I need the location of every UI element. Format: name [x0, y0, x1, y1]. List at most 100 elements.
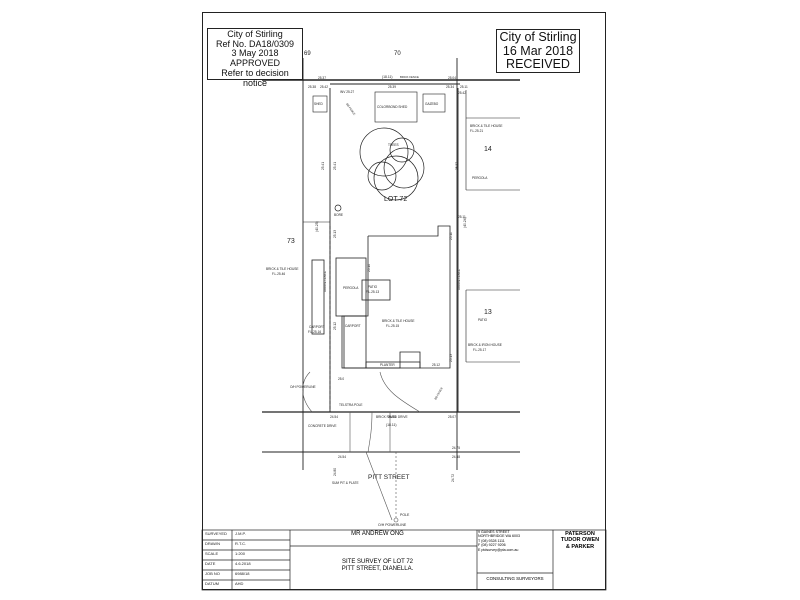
- neighbour-13-house: BRICK & IRON HOUSE: [468, 343, 502, 347]
- lot-14: 14: [484, 146, 492, 153]
- carport-label: CARPORT: [345, 324, 361, 328]
- right-fence: HARDIE FENCE: [457, 269, 461, 290]
- tb-date: DATE: [205, 561, 216, 566]
- left-fence: HARDIE FENCE: [323, 271, 327, 292]
- title-block: SURVEYED J.M.P. DRAWN R.T.C. SCALE 1:200…: [202, 530, 606, 590]
- received-council: City of Stirling: [499, 30, 577, 44]
- rl-f3: 25.07: [448, 415, 456, 419]
- rl-r7: INV 25.27: [340, 90, 354, 94]
- tb-job: JOB NO: [205, 571, 220, 576]
- firm-address-2: NORTHBRIDGE WA 6003: [478, 534, 520, 539]
- drawing-title-line1: SITE SURVEY OF LOT 72: [341, 559, 414, 565]
- patio-label: PATIO: [368, 285, 378, 289]
- lot-72: LOT 72: [384, 196, 407, 203]
- right-depth: (40.24): [463, 217, 467, 228]
- carport-73-fl: F.L.25.16: [308, 330, 321, 334]
- firm-name-2: TUDOR OWEN: [560, 537, 600, 544]
- rl-r6: 25.42: [320, 85, 328, 89]
- approval-note: Refer to decision notice: [221, 67, 289, 88]
- firm-phone: T (08) 9328 1111: [478, 538, 505, 543]
- consulting-surveyors: CONSULTING SURVEYORS: [486, 576, 544, 581]
- rl-f1: 24.88: [388, 415, 396, 419]
- rear-width: (18.11): [382, 75, 393, 79]
- rl-s2: 24.72: [451, 474, 455, 482]
- rear-fence: BRICK FENCE: [400, 75, 419, 79]
- lot-73: 73: [287, 238, 295, 245]
- rl-r3: 25.04: [448, 76, 456, 80]
- rl-rm4: 25.13: [449, 354, 453, 362]
- firm-address-1: 9 GAINES STREET: [478, 530, 510, 534]
- rl-r2: 25.39: [388, 85, 396, 89]
- rl-f2: 24.54: [330, 415, 338, 419]
- tb-job-val: 6988/18: [235, 571, 250, 576]
- tb-surveyed: SURVEYED: [205, 531, 227, 536]
- pole-label: POLE: [400, 513, 410, 517]
- house-outline: [343, 225, 451, 369]
- rl-s1: 24.80: [333, 468, 337, 476]
- neighbour-73-house-label: BRICK & TILE HOUSE: [266, 267, 299, 271]
- rl-m1: 25.12: [432, 363, 440, 367]
- planter-outline: [365, 361, 421, 369]
- planter-label: PLANTER: [380, 363, 395, 367]
- client-name: MR ANDREW ONG: [351, 531, 404, 537]
- lot-69: 69: [304, 51, 311, 57]
- tb-surveyed-val: J.M.P.: [235, 531, 246, 536]
- front-fence: BB FENCE: [433, 386, 444, 400]
- carport-73-label: CARPORT: [309, 325, 325, 329]
- firm-name-3: & PARKER: [565, 543, 595, 550]
- colorbond-shed-label: COLORBOND SHED: [377, 105, 408, 109]
- neighbour-13-patio: PATIO: [478, 318, 488, 322]
- tb-datum-val: AHD: [235, 581, 244, 586]
- sum-pit-label: SUM PIT & PLATE: [332, 481, 359, 485]
- received-status: RECEIVED: [506, 57, 570, 71]
- rl-r1: 25.37: [318, 76, 326, 80]
- rl-l4: 25.12: [333, 322, 337, 330]
- rl-rm2: 25.11: [458, 215, 466, 219]
- gazebo-label: GAZEBO: [425, 102, 439, 106]
- approval-council: City of Stirling: [227, 29, 283, 39]
- tb-datum: DATUM: [205, 581, 219, 586]
- rl-r5: 25.38: [308, 85, 316, 89]
- neighbour-13-fl: F.L.25.17: [473, 348, 486, 352]
- patio-outline: [361, 279, 391, 301]
- firm-email: E ptdsurvey@pta.com.au: [478, 547, 519, 552]
- front-width: (18.11): [386, 423, 397, 427]
- mid-fence: BB FENCE: [345, 102, 356, 116]
- left-depth: (40.25): [315, 221, 319, 232]
- approval-stamp: City of Stirling Ref No. DA18/0309 3 May…: [207, 28, 303, 88]
- rl-l2: 25.41: [333, 162, 337, 170]
- rl-m3: 25.0: [338, 377, 344, 381]
- firm-fax: F (08) 9227 9206: [478, 543, 506, 548]
- rl-f5: 24.75: [452, 446, 460, 450]
- bore-label: BORE: [334, 213, 343, 217]
- approval-status: APPROVED: [229, 58, 280, 69]
- rl-r4: 25.11: [460, 85, 468, 89]
- trees-label: TREES: [388, 143, 399, 147]
- rl-r8: 25.34: [446, 85, 454, 89]
- neighbour-14-fl: F.L.25.21: [470, 129, 483, 133]
- rl-rm1: 25.37: [455, 162, 459, 170]
- rl-m2: 25.10: [367, 264, 371, 272]
- house-fl: F.L.25.15: [386, 324, 399, 328]
- patio-fl: F.L.25.13: [366, 290, 379, 294]
- firm-address: 9 GAINES STREET NORTHBRIDGE WA 6003 T (0…: [478, 530, 552, 552]
- tb-scale: SCALE: [205, 551, 219, 556]
- tb-scale-val: 1:200: [235, 551, 246, 556]
- neighbour-14-pergola: PERGOLA: [472, 176, 488, 180]
- bore-symbol: [334, 204, 342, 212]
- firm-name-1: PATERSON: [565, 531, 595, 537]
- tb-date-val: 4.6.2018: [235, 561, 251, 566]
- tb-drawn-val: R.T.C.: [235, 541, 247, 546]
- telstra-pole-label: TELSTRA POLE: [339, 403, 363, 407]
- rl-l1: 25.41: [321, 162, 325, 170]
- firm-name: PATERSON TUDOR OWEN & PARKER: [554, 531, 606, 550]
- drawing-title-line2: PITT STREET, DIANELLA.: [341, 565, 414, 572]
- rl-r9: 25.42: [458, 91, 466, 95]
- approval-ref: Ref No. DA18/0309: [215, 38, 295, 49]
- pergola-label: PERGOLA: [343, 286, 359, 290]
- neighbour-14-house-label: BRICK & TILE HOUSE: [470, 124, 503, 128]
- rl-f4: 24.54: [338, 455, 346, 459]
- received-stamp: City of Stirling 16 Mar 2018 RECEIVED: [496, 29, 580, 73]
- rl-rm3: 25.11: [449, 232, 453, 240]
